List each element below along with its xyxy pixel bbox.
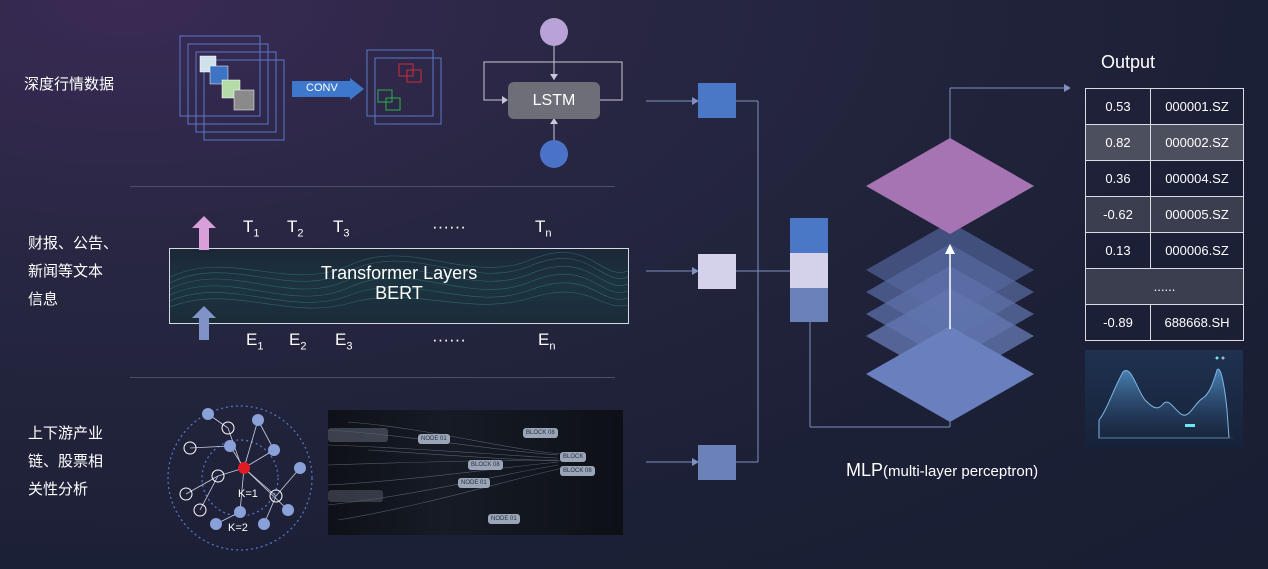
mlp-label-sub: (multi-layer perceptron) (883, 463, 1039, 480)
table-row: -0.62 000005.SZ (1085, 196, 1244, 233)
feature-square-text (698, 254, 736, 289)
transformer-title: Transformer Layers BERT (170, 263, 628, 303)
row-separator (130, 377, 615, 378)
flow-node-pill: NODE 01 (418, 434, 450, 444)
flow-node-pill: BLOCK 08 (560, 466, 595, 476)
flow-node-pill: BLOCK 08 (523, 428, 558, 438)
conv-arrow: CONV (292, 78, 364, 100)
mlp-stack (866, 138, 1034, 422)
row-label-text-info: 财报、公告、 新闻等文本 信息 (28, 230, 118, 314)
table-row: 0.36 000004.SZ (1085, 160, 1244, 197)
code-cell: 000001.SZ (1150, 88, 1244, 125)
token-e1: E1 (246, 330, 264, 353)
row-label-line: 上下游产业 (28, 425, 104, 442)
output-mini-chart (1085, 350, 1243, 448)
flow-node-pill: NODE 01 (458, 478, 490, 488)
area-chart-graphic (1098, 356, 1233, 439)
table-row: 0.13 000006.SZ (1085, 232, 1244, 269)
transformer-box: Transformer Layers BERT (169, 248, 629, 324)
ellipsis-cell: ...... (1085, 268, 1244, 305)
code-cell: 000004.SZ (1150, 160, 1244, 197)
flow-node-pill: BLOCK (560, 452, 587, 462)
row-label-line: 链、股票相 (28, 453, 104, 470)
cnn-diagram (179, 35, 442, 141)
arrow-up-pink-icon (192, 216, 216, 250)
graph-network (167, 405, 313, 551)
table-row: ...... (1085, 268, 1244, 305)
table-row: -0.89 688668.SH (1085, 304, 1244, 341)
fused-feature-vector (790, 218, 828, 322)
row-label-market-data: 深度行情数据 (24, 76, 115, 93)
flow-node-pill: BLOCK 08 (468, 460, 503, 470)
score-cell: -0.62 (1085, 196, 1151, 233)
wave-mesh-graphic (170, 252, 628, 309)
row-separator (130, 186, 615, 187)
arrow-right-icon (292, 78, 364, 100)
row-label-line: 信息 (28, 291, 59, 308)
score-cell: 0.36 (1085, 160, 1151, 197)
feature-square-graph (698, 445, 736, 480)
fused-segment-text (790, 253, 828, 288)
score-cell: -0.89 (1085, 304, 1151, 341)
token-t1: T1 (243, 217, 260, 240)
fused-segment-market (790, 218, 828, 253)
arrow-up-blue-icon (192, 306, 216, 340)
transformer-title-line1: Transformer Layers (320, 263, 478, 283)
token-e2: E2 (289, 330, 307, 353)
row-label-industry-chain: 上下游产业 链、股票相 关性分析 (28, 420, 103, 504)
row-label-line: 关性分析 (28, 481, 89, 498)
score-cell: 0.82 (1085, 124, 1151, 161)
code-cell: 000002.SZ (1150, 124, 1244, 161)
fused-segment-graph (790, 288, 828, 322)
token-e3: E3 (335, 330, 353, 353)
token-t3: T3 (333, 217, 350, 240)
network-flow-image: NODE 01 BLOCK 08 NODE 01 BLOCK 08 BLOCK … (328, 410, 623, 535)
flow-node-pill: NODE 01 (488, 514, 520, 524)
row-label-line: 财报、公告、 (28, 235, 119, 252)
token-tn: Tn (535, 217, 552, 240)
token-ellipsis-bottom: ······ (432, 330, 466, 349)
score-cell: 0.13 (1085, 232, 1151, 269)
conv-label: CONV (306, 82, 338, 94)
output-table: 0.53 000001.SZ 0.82 000002.SZ 0.36 00000… (1085, 88, 1244, 341)
lstm-output-circle (540, 18, 568, 46)
code-cell: 000005.SZ (1150, 196, 1244, 233)
transformer-title-line2: BERT (375, 283, 423, 303)
token-ellipsis-top: ······ (432, 217, 466, 236)
table-row: 0.53 000001.SZ (1085, 88, 1244, 125)
code-cell: 000006.SZ (1150, 232, 1244, 269)
row-label-line: 新闻等文本 (28, 263, 104, 280)
token-t2: T2 (287, 217, 304, 240)
graph-center-node (238, 462, 250, 474)
output-table-wrap: 0.53 000001.SZ 0.82 000002.SZ 0.36 00000… (1085, 88, 1244, 341)
mlp-label-main: MLP (846, 460, 884, 480)
graph-k2-label: K=2 (228, 522, 248, 534)
table-row: 0.82 000002.SZ (1085, 124, 1244, 161)
graph-k1-label: K=1 (238, 488, 258, 500)
token-en: En (538, 330, 556, 353)
lstm-label: LSTM (532, 92, 576, 109)
code-cell: 688668.SH (1150, 304, 1244, 341)
mlp-label: MLP(multi-layer perceptron) (846, 460, 1038, 481)
lstm-box: LSTM (508, 82, 600, 119)
output-title: Output (1101, 52, 1156, 72)
score-cell: 0.53 (1085, 88, 1151, 125)
feature-square-market (698, 83, 736, 118)
lstm-input-circle (540, 140, 568, 168)
lstm-diagram (483, 18, 623, 168)
